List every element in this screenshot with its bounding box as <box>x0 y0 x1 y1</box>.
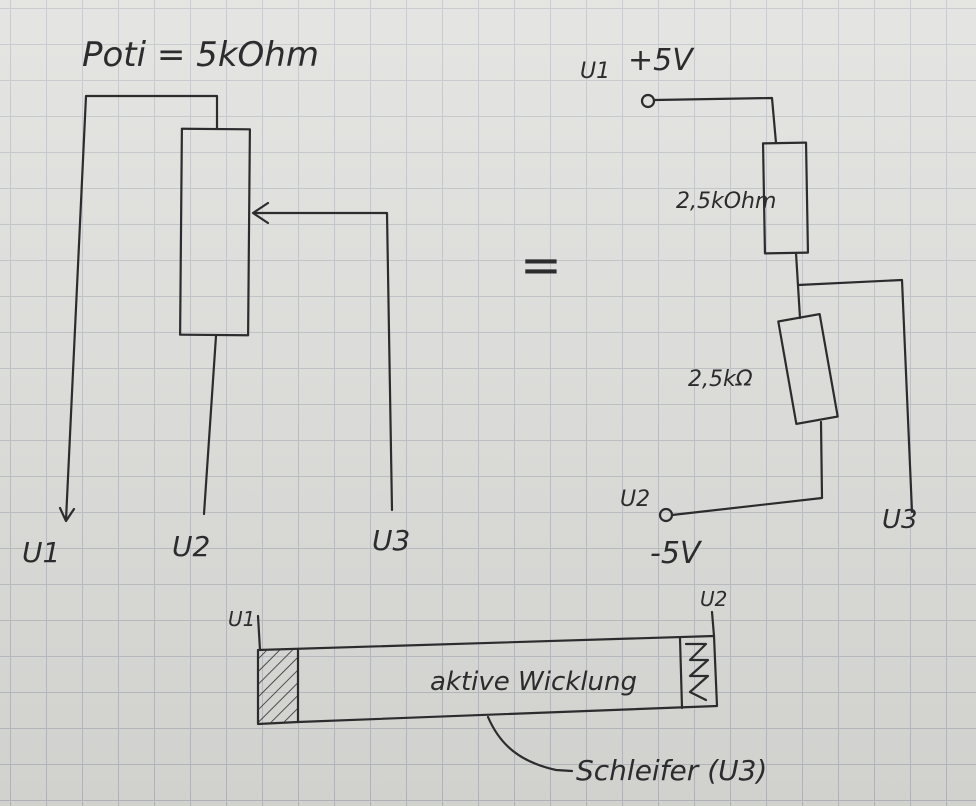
label-u2-bottom: U2 <box>700 587 727 611</box>
wiper-arrow-icon <box>251 201 270 225</box>
u1-pin <box>256 614 262 652</box>
top-wire <box>653 96 778 145</box>
label-wiper: Schleifer (U3) <box>576 754 767 787</box>
upper-resistor <box>761 141 810 255</box>
u2-pin <box>710 610 716 638</box>
wiper-lead-line <box>486 715 574 773</box>
poti-title: Poti = 5kOhm <box>82 35 319 75</box>
label-active-winding: aktive Wicklung <box>430 667 637 697</box>
poti-resistor-body <box>179 127 251 337</box>
label-minus-5v: -5V <box>650 536 703 571</box>
u1-lead-arrow <box>58 506 76 523</box>
label-lower-resistor: 2,5kΩ <box>688 367 753 392</box>
u3-tap-wire <box>796 278 914 514</box>
winding-divider-right <box>678 636 684 710</box>
label-u1-right: U1 <box>580 59 610 84</box>
left-hatched-end-icon <box>259 650 297 723</box>
u1-terminal <box>640 93 656 109</box>
label-u2-right: U2 <box>620 487 650 512</box>
u2-terminal <box>658 507 674 523</box>
u1-lead-wire <box>64 94 219 522</box>
lower-resistor <box>777 313 839 425</box>
equals-sign: = <box>520 236 562 294</box>
label-plus-5v: +5V <box>628 43 695 78</box>
winding-outline <box>256 634 719 726</box>
bottom-wire <box>670 420 824 517</box>
label-u1-left: U1 <box>22 536 60 569</box>
right-coil-end-icon <box>684 642 710 702</box>
label-u1-bottom: U1 <box>228 607 255 631</box>
label-upper-resistor: 2,5kOhm <box>676 189 776 214</box>
u2-lead-wire <box>202 334 218 516</box>
u3-wiper-wire <box>252 211 394 512</box>
label-u3-left: U3 <box>372 524 410 557</box>
label-u2-left: U2 <box>172 530 210 563</box>
label-u3-right: U3 <box>882 505 918 535</box>
